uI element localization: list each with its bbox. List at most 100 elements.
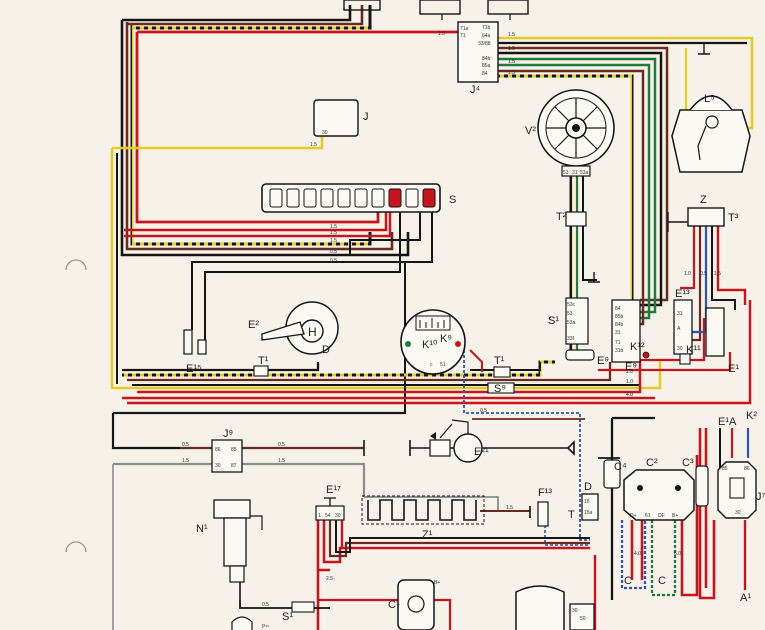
label-e15: E¹⁵	[186, 363, 202, 375]
top-connector-right	[487, 0, 529, 20]
e13-pin-a: A	[677, 326, 681, 332]
label-k11: K¹¹	[686, 344, 701, 356]
j7-pin-86: 86	[744, 466, 750, 472]
indicator-k12: K¹²	[630, 341, 650, 359]
e9-pin-84: 84	[615, 306, 621, 312]
fan-v2: 53 31 53a V²	[525, 89, 615, 177]
s1-pin-53c: 53c	[567, 302, 576, 308]
wire-size-s5: 0.5	[330, 258, 337, 264]
harness-yellow-loop	[110, 132, 662, 390]
j9-pin-87: 87	[231, 463, 237, 469]
label-t3: T³	[728, 212, 739, 224]
wire-size-c2: 6.0	[674, 551, 681, 557]
e13-pin-31: 31	[677, 311, 683, 317]
c1-pin-bplus: B+	[434, 580, 440, 586]
wire-size-j9-1: 0.5	[182, 442, 189, 448]
j4-pin-84b: 84b	[482, 56, 491, 62]
binder-hole-bottom	[65, 541, 87, 553]
label-a1: A¹	[740, 592, 751, 604]
label-z1: Z¹	[422, 529, 433, 541]
binder-hole-top	[65, 259, 87, 271]
switch-e15: E¹⁵	[183, 329, 207, 375]
switch-s1: 53c 53 53a 33f S¹ E⁹	[548, 297, 609, 367]
label-z: Z	[700, 194, 707, 206]
connector-t1-left: T¹	[253, 355, 269, 377]
label-t1: T¹	[258, 355, 269, 367]
j7-pin-30: 30	[735, 510, 741, 516]
j4-pin-71b: 71b	[482, 25, 491, 31]
harness-top-right	[497, 36, 754, 326]
wire-size-t1-1: 1.0	[626, 369, 633, 375]
part-p15: P¹⁵	[231, 616, 269, 630]
part-c4: C⁴	[603, 459, 627, 489]
label-c2: C²	[646, 457, 658, 469]
d-pin-15a: 15a	[584, 510, 593, 516]
c2-pin-bplus: B+	[672, 513, 678, 519]
label-p15: P¹⁵	[262, 624, 269, 630]
relay-j7: 85 86 30 J⁷	[717, 461, 765, 519]
label-n1: N¹	[196, 523, 208, 535]
j4-pin-71: 71	[460, 33, 466, 39]
v2-pin-31: 31	[572, 170, 578, 176]
label-e2: E²	[248, 319, 259, 331]
harness-z-feed	[680, 226, 747, 342]
indicator-k11: K¹¹	[679, 344, 701, 365]
j4-pin-64a: 64a	[482, 33, 491, 39]
s1-pin-53: 53	[567, 311, 573, 317]
label-k10: K¹⁰	[422, 339, 438, 351]
wire-size-c1: 4.0	[634, 551, 641, 557]
j4-pin-71a: 71a	[460, 26, 469, 32]
j9-pin-86: 86	[215, 447, 221, 453]
connector-t2: T²	[556, 211, 587, 227]
e17-pin-1: 1	[318, 513, 321, 519]
label-c1: C¹	[388, 599, 400, 611]
gauge-k10-k9: 51 c K¹⁰ K⁹	[400, 309, 466, 375]
lamp-l5: L⁵	[671, 93, 751, 173]
label-c-left: C	[624, 575, 632, 587]
s1-pin-53a: 53a	[567, 320, 576, 326]
label-e1: E¹	[728, 363, 739, 375]
label-s9: S⁹	[494, 383, 506, 395]
label-v2: V²	[525, 125, 536, 137]
label-e1a: E¹A	[718, 416, 737, 428]
label-e9: E⁹	[597, 355, 609, 367]
wire-size-j9-4: 1.5	[278, 458, 285, 464]
label-e17: E¹⁷	[326, 484, 341, 496]
label-l5: L⁵	[704, 93, 715, 105]
wire-size-z1-feed: 1.5	[506, 505, 513, 511]
sensor-f13: F¹³	[537, 487, 552, 527]
switch-e1: E¹	[705, 307, 739, 375]
j4-pin-85a: 85a	[482, 63, 491, 69]
wire-size-t1-2: 1.0	[626, 379, 633, 385]
valve-n1: N¹	[196, 499, 263, 583]
c2-pin-dplus: D+	[630, 513, 637, 519]
d-pin-15: 15	[584, 499, 590, 505]
wire-size-z1: 1.0	[684, 271, 691, 277]
relay-j4: 71a 71 71b 64a 33/88 84b 85a 84 J⁴	[457, 21, 499, 96]
harness-lower-right	[593, 416, 750, 630]
e9-pin-85b: 85b	[615, 314, 624, 320]
label-k12: K¹²	[630, 341, 645, 353]
e9-pin-31b: 31b	[615, 348, 624, 354]
j4-pin-84: 84	[482, 71, 488, 77]
label-c-right: C	[658, 575, 666, 587]
fuse-s9: S⁹	[487, 382, 515, 395]
harness-lower-left	[111, 410, 530, 630]
label-t: T	[568, 509, 575, 521]
e9-pin-84b: 84b	[615, 322, 624, 328]
fuse-row	[269, 188, 436, 208]
switch-e2-h: H E² D	[248, 301, 339, 356]
label-f13: F¹³	[538, 487, 552, 499]
wire-size-blue: 0.5	[480, 408, 487, 414]
label-c4: C⁴	[614, 461, 627, 473]
wire-size-top-black: 1.5	[508, 70, 515, 76]
wire-size-e17: 2.5	[326, 576, 333, 582]
wire-size-s1: 1.5	[330, 224, 337, 230]
labels-c: C C A¹	[624, 575, 751, 604]
label-j7: J⁷	[756, 491, 765, 503]
label-s1-lower: S¹	[282, 611, 293, 623]
v2-pin-53a: 53a	[580, 170, 589, 176]
k10-pin-c: c	[430, 362, 433, 368]
label-e21: E²¹	[474, 446, 489, 458]
wire-size-s4: 0.5	[330, 249, 337, 255]
